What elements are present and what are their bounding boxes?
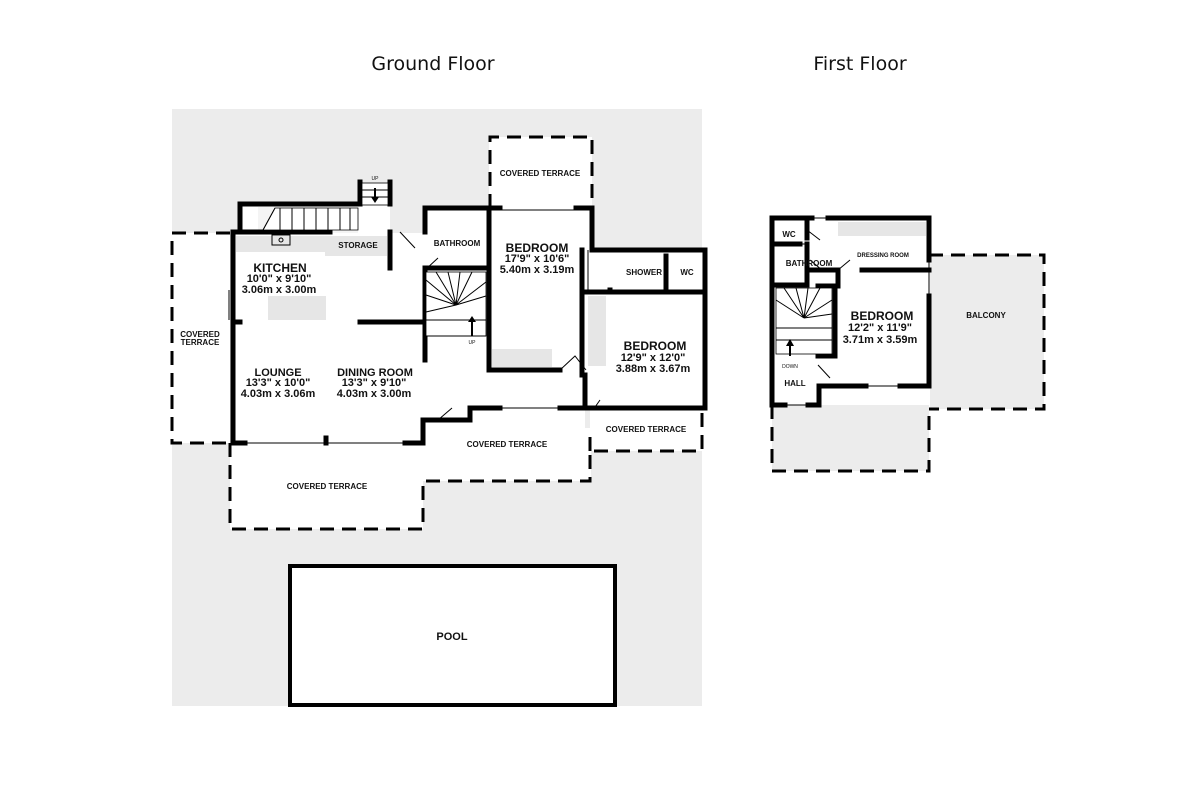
pool-label: POOL (436, 631, 467, 643)
terrace-top-label: COVERED TERRACE (500, 169, 581, 178)
spiral-stair: UP (425, 271, 487, 346)
first-bathroom-label: BATHROOM (786, 259, 833, 268)
storage-label: STORAGE (338, 241, 378, 250)
first-bedroom-imperial: 12'2" x 11'9" (848, 322, 912, 334)
ground-doors (399, 231, 601, 421)
balcony-area (930, 255, 1044, 409)
first-doors (806, 229, 851, 379)
terrace-bottom-right-label: COVERED TERRACE (606, 425, 687, 434)
lower-terrace-outline (770, 405, 931, 473)
dining-room-imperial: 13'3" x 9'10" (342, 377, 407, 389)
ground-windows (228, 209, 700, 444)
first-stair-arrow-icon (786, 339, 794, 346)
terrace-bottom-mid-label: COVERED TERRACE (467, 440, 548, 449)
dressing-cabinet (838, 222, 926, 236)
terrace-left-label-1: COVERED (180, 330, 220, 339)
first-bedroom-metric: 3.71m x 3.59m (843, 334, 918, 346)
ground-floor-title: Ground Floor (371, 53, 494, 75)
first-floor-plan: DOWN WC BATHROOM DRESSING ROOM BEDROOM 1… (769, 215, 1046, 473)
balcony-outline (929, 253, 1046, 411)
lounge-imperial: 13'3" x 10'0" (246, 377, 311, 389)
shower-label: SHOWER (626, 268, 662, 277)
ground-walls (230, 179, 708, 446)
bathroom-label: BATHROOM (434, 239, 481, 248)
terrace-bottom-left-label: COVERED TERRACE (287, 482, 368, 491)
bedroom-1-metric: 5.40m x 3.19m (500, 264, 575, 276)
lounge-metric: 4.03m x 3.06m (241, 388, 316, 400)
first-spiral-stair: DOWN (775, 287, 833, 370)
top-stair: UP (361, 176, 389, 206)
stair-arrow-icon (371, 197, 379, 203)
wc-label: WC (680, 268, 694, 277)
bedroom-2-metric: 3.88m x 3.67m (616, 363, 691, 375)
kitchen-stair (262, 207, 359, 231)
first-floor-title: First Floor (813, 53, 906, 75)
hall-label: HALL (784, 379, 805, 388)
stair-up-label: UP (372, 176, 380, 182)
spiral-stair-arrow-icon (468, 316, 476, 322)
lounge-label: LOUNGE (254, 367, 301, 379)
dining-room-label: DINING ROOM (337, 367, 413, 379)
terrace-left-label-2: TERRACE (181, 338, 220, 347)
stair-down-label: DOWN (782, 364, 798, 370)
first-wc-label: WC (782, 230, 796, 239)
pool (288, 564, 617, 707)
bedroom-2-label: BEDROOM (624, 339, 687, 353)
first-bedroom-label: BEDROOM (851, 309, 914, 323)
kitchen-metric: 3.06m x 3.00m (242, 284, 317, 296)
ground-floor-plan: UP UP KITCHEN 10'0" x 9'10" (170, 109, 708, 707)
sink-drain-icon (278, 237, 284, 243)
dressing-room-label: DRESSING ROOM (857, 253, 909, 259)
dining-room-metric: 4.03m x 3.00m (337, 388, 412, 400)
kitchen-label: KITCHEN (253, 261, 306, 275)
spiral-stair-up-label: UP (469, 340, 477, 346)
kitchen-sink-icon (271, 234, 291, 246)
ground-terraces (170, 135, 704, 531)
bedroom-1-label: BEDROOM (506, 241, 569, 255)
first-windows (785, 217, 930, 406)
bedroom-1-imperial: 17'9" x 10'6" (505, 253, 570, 265)
balcony-label: BALCONY (966, 311, 1006, 320)
bedroom-2-imperial: 12'9" x 12'0" (621, 352, 686, 364)
kitchen-imperial: 10'0" x 9'10" (247, 273, 312, 285)
